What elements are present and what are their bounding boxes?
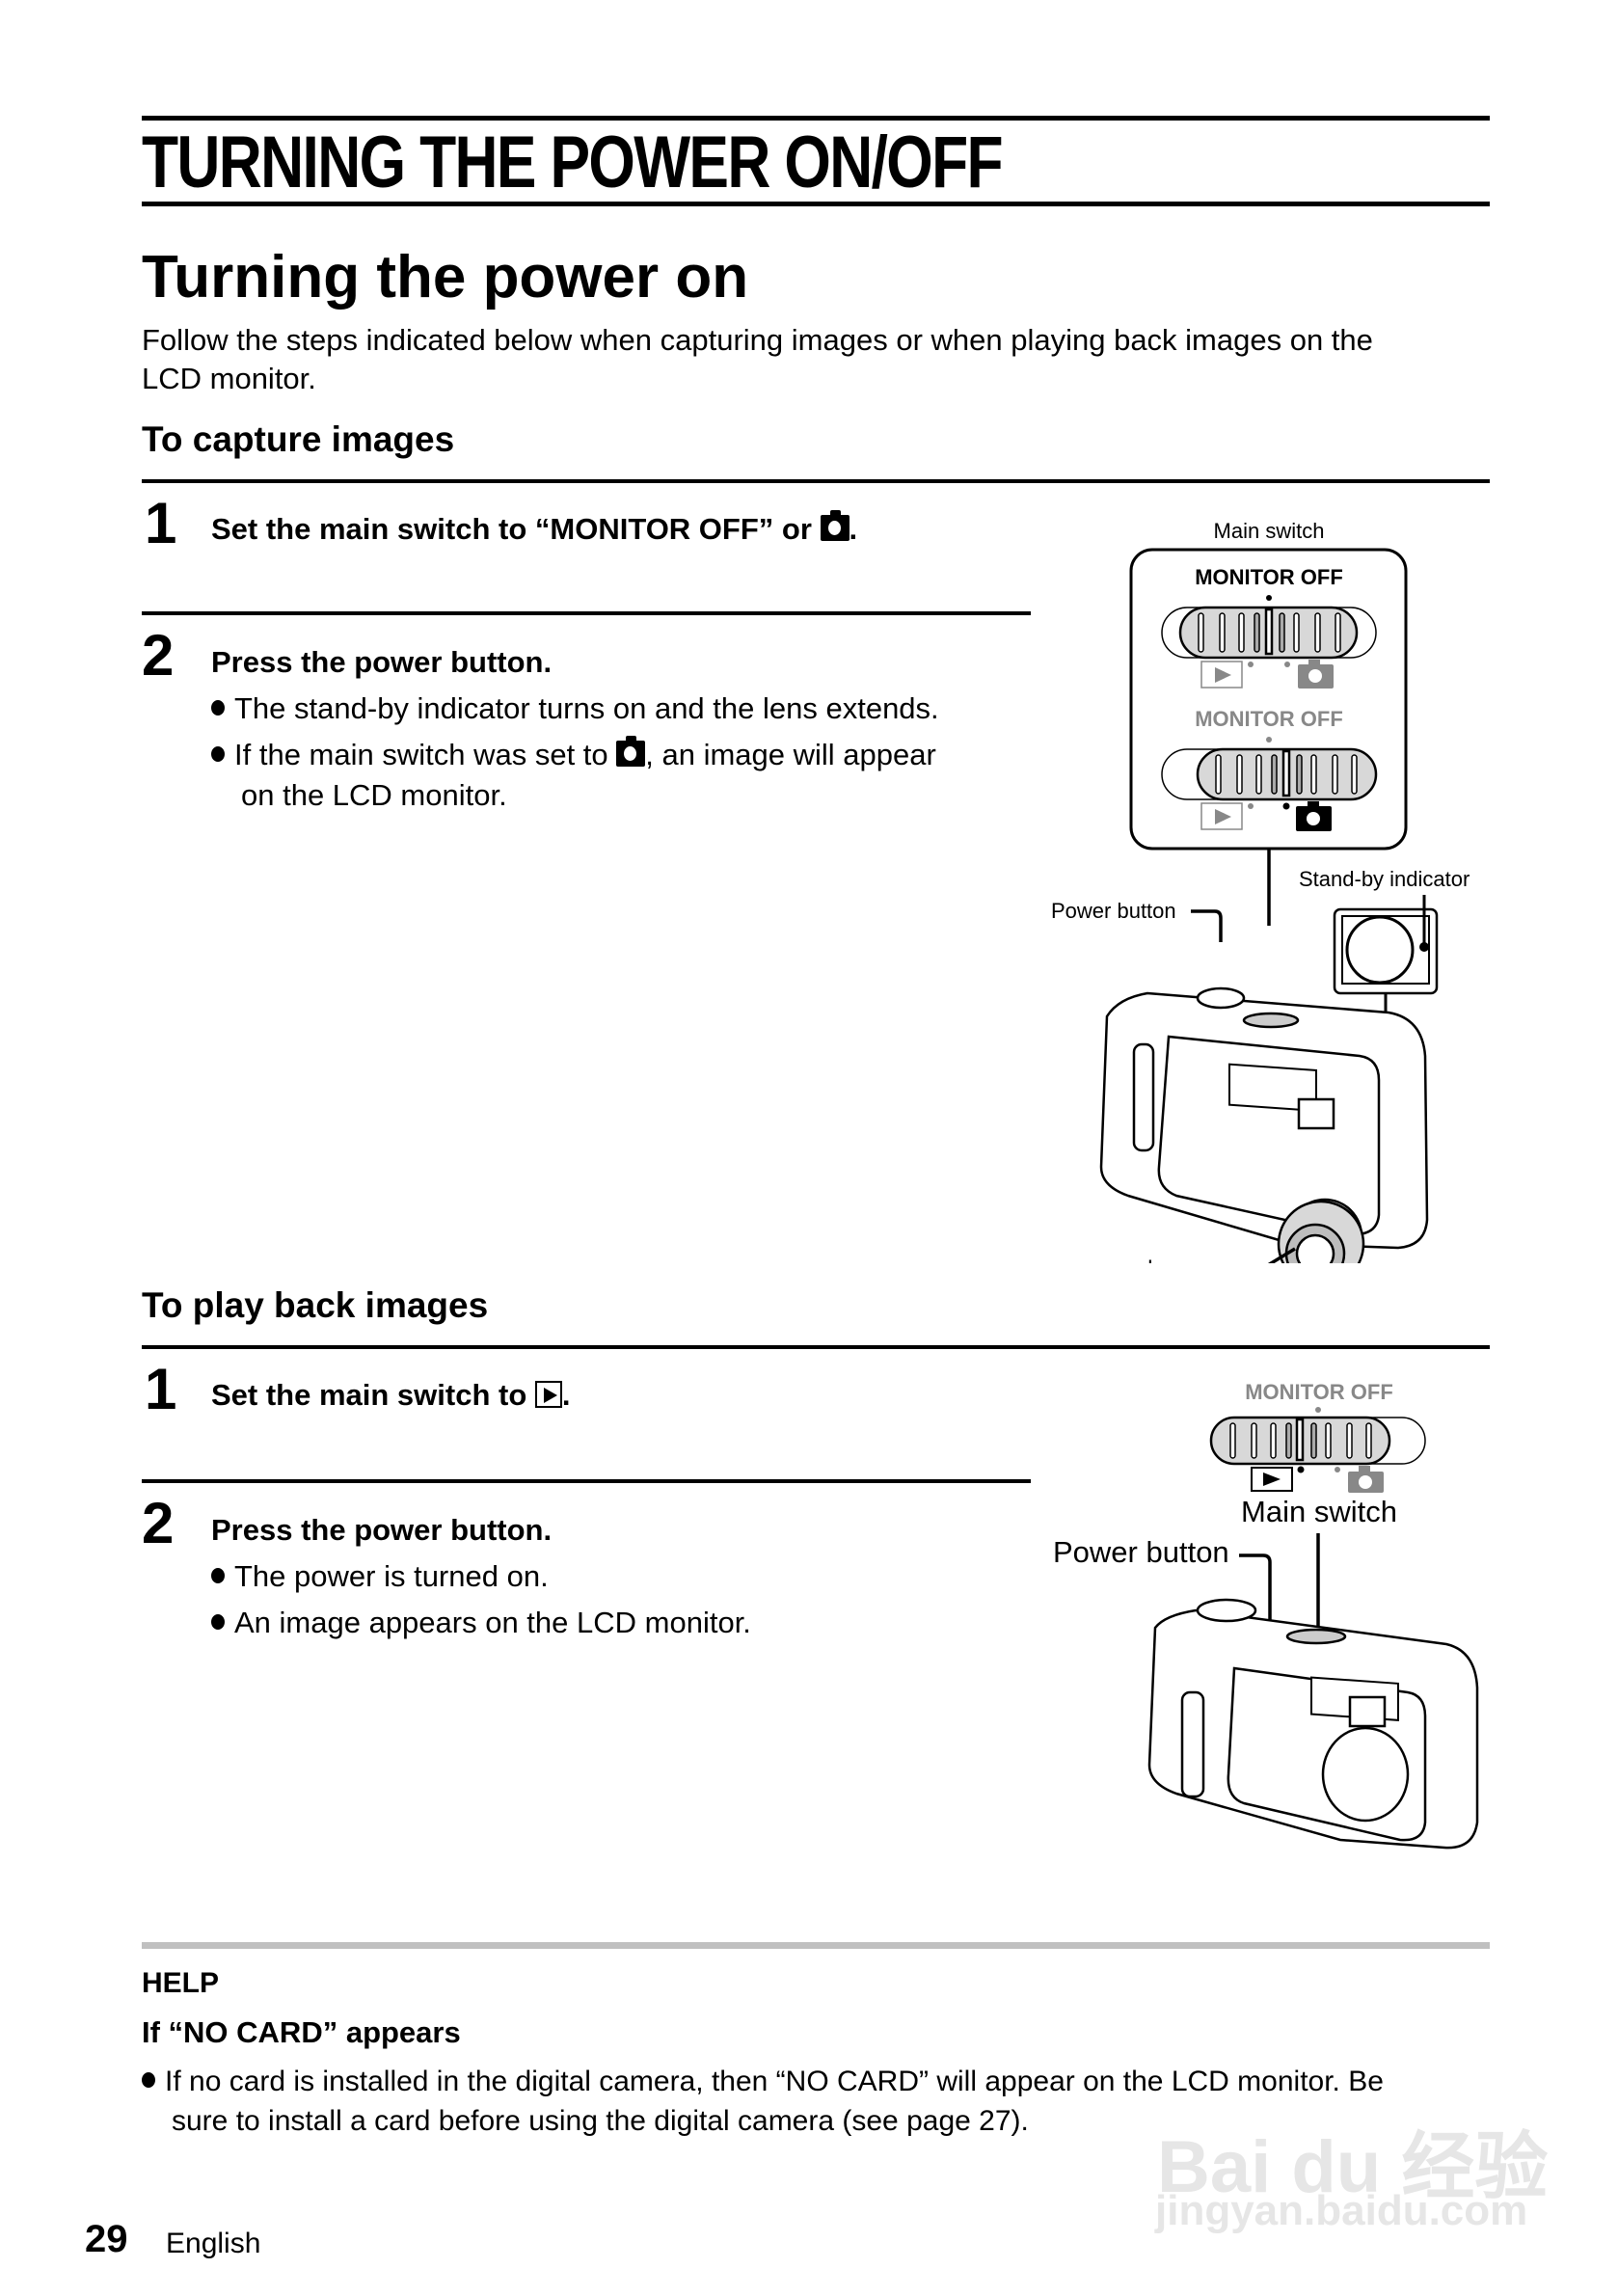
- bullet-text: The stand-by indicator turns on and the …: [234, 691, 939, 725]
- main-switch-label: Main switch: [1241, 1495, 1397, 1528]
- help-heading: If “NO CARD” appears: [142, 2015, 461, 2049]
- capture-step2-text: Press the power button.: [211, 645, 553, 679]
- capture-step1-text: Set the main switch to “MONITOR OFF” or …: [211, 510, 858, 547]
- power-button-label: Power button: [1051, 899, 1176, 923]
- switch-label: MONITOR OFF: [1245, 1380, 1393, 1404]
- playback-step2-number: 2: [142, 1491, 175, 1555]
- camera-illustration: [1147, 1598, 1479, 1850]
- capture-step1-suffix: .: [849, 512, 858, 546]
- help-label: HELP: [142, 1967, 220, 1999]
- switch-camera-state: [1161, 737, 1378, 831]
- capture-bullet-2-cont: on the LCD monitor.: [241, 778, 507, 812]
- bullet-text: The power is turned on.: [234, 1559, 549, 1593]
- main-switch-callout-box: [1129, 548, 1408, 851]
- capture-step1-number: 1: [145, 491, 177, 555]
- camera-icon: [820, 510, 849, 542]
- bullet-icon: [211, 1613, 225, 1630]
- help-rule: [142, 1942, 1490, 1949]
- bullet-icon: [211, 745, 225, 762]
- playback-step1-suffix: .: [561, 1378, 571, 1412]
- capture-step2-number: 2: [142, 623, 175, 688]
- intro-text-line1: Follow the steps indicated below when ca…: [142, 323, 1373, 357]
- switch-top-label: MONITOR OFF: [1195, 565, 1343, 589]
- standby-indicator-label: Stand-by indicator: [1299, 867, 1470, 891]
- section-title: Turning the power on: [142, 244, 749, 311]
- playback-rule: [142, 1345, 1490, 1349]
- play-icon: [1200, 661, 1243, 689]
- playback-figure: MONITOR OFF Main switch Power button: [1053, 1380, 1479, 1850]
- camera-illustration: [1099, 986, 1429, 1263]
- page-title: TURNING THE POWER ON/OFF: [142, 122, 1004, 203]
- playback-step1-number: 1: [145, 1357, 177, 1421]
- title-bottom-rule: [142, 202, 1490, 206]
- switch-play-state: [1209, 1416, 1426, 1493]
- watermark-brand: Bai du 经验: [1157, 2126, 1549, 2208]
- switch-monitor-off-state: [1161, 595, 1377, 689]
- capture-figure: MONITOR OFF MONITOR OFF Main switch Stan…: [1051, 519, 1470, 1263]
- play-icon: [1251, 1467, 1293, 1492]
- playback-heading: To play back images: [142, 1285, 489, 1325]
- playback-step1-label: Set the main switch to: [211, 1378, 527, 1412]
- bullet-icon: [211, 1567, 225, 1583]
- power-button-label: Power button: [1053, 1535, 1229, 1569]
- standby-indicator-inset: [1333, 895, 1439, 1017]
- bullet-text-after: , an image will appear: [645, 738, 936, 771]
- lens-label: Lens: [1147, 1256, 1194, 1263]
- capture-bullet-1: The stand-by indicator turns on and the …: [211, 687, 939, 731]
- footer-language: English: [166, 2228, 261, 2259]
- bullet-text: If the main switch was set to: [234, 738, 608, 771]
- bullet-text: An image appears on the LCD monitor.: [234, 1606, 751, 1639]
- capture-step1-label: Set the main switch to “MONITOR OFF” or: [211, 512, 812, 546]
- title-top-rule: [142, 116, 1490, 121]
- bullet-icon: [211, 699, 225, 716]
- bullet-text: If no card is installed in the digital c…: [165, 2066, 1384, 2097]
- switch-bottom-label: MONITOR OFF: [1195, 707, 1343, 731]
- camera-icon: [616, 736, 646, 768]
- capture-step-divider: [142, 611, 1031, 615]
- playback-bullet-1: The power is turned on.: [211, 1554, 549, 1599]
- playback-step2-text: Press the power button.: [211, 1513, 553, 1547]
- page-number: 29: [85, 2218, 128, 2260]
- watermark-url: jingyan.baidu.com: [1155, 2187, 1528, 2234]
- playback-bullet-2: An image appears on the LCD monitor.: [211, 1601, 751, 1645]
- play-icon: [534, 1380, 562, 1408]
- intro-text-line2: LCD monitor.: [142, 362, 316, 395]
- capture-heading: To capture images: [142, 419, 455, 459]
- capture-rule: [142, 479, 1490, 483]
- help-bullet: If no card is installed in the digital c…: [142, 2060, 1384, 2104]
- bullet-icon: [142, 2072, 155, 2089]
- playback-step1-text: Set the main switch to .: [211, 1378, 571, 1413]
- capture-bullet-2: If the main switch was set to , an image…: [211, 733, 936, 777]
- main-switch-label: Main switch: [1214, 519, 1325, 543]
- help-bullet-cont: sure to install a card before using the …: [172, 2105, 1029, 2137]
- playback-step-divider: [142, 1479, 1031, 1483]
